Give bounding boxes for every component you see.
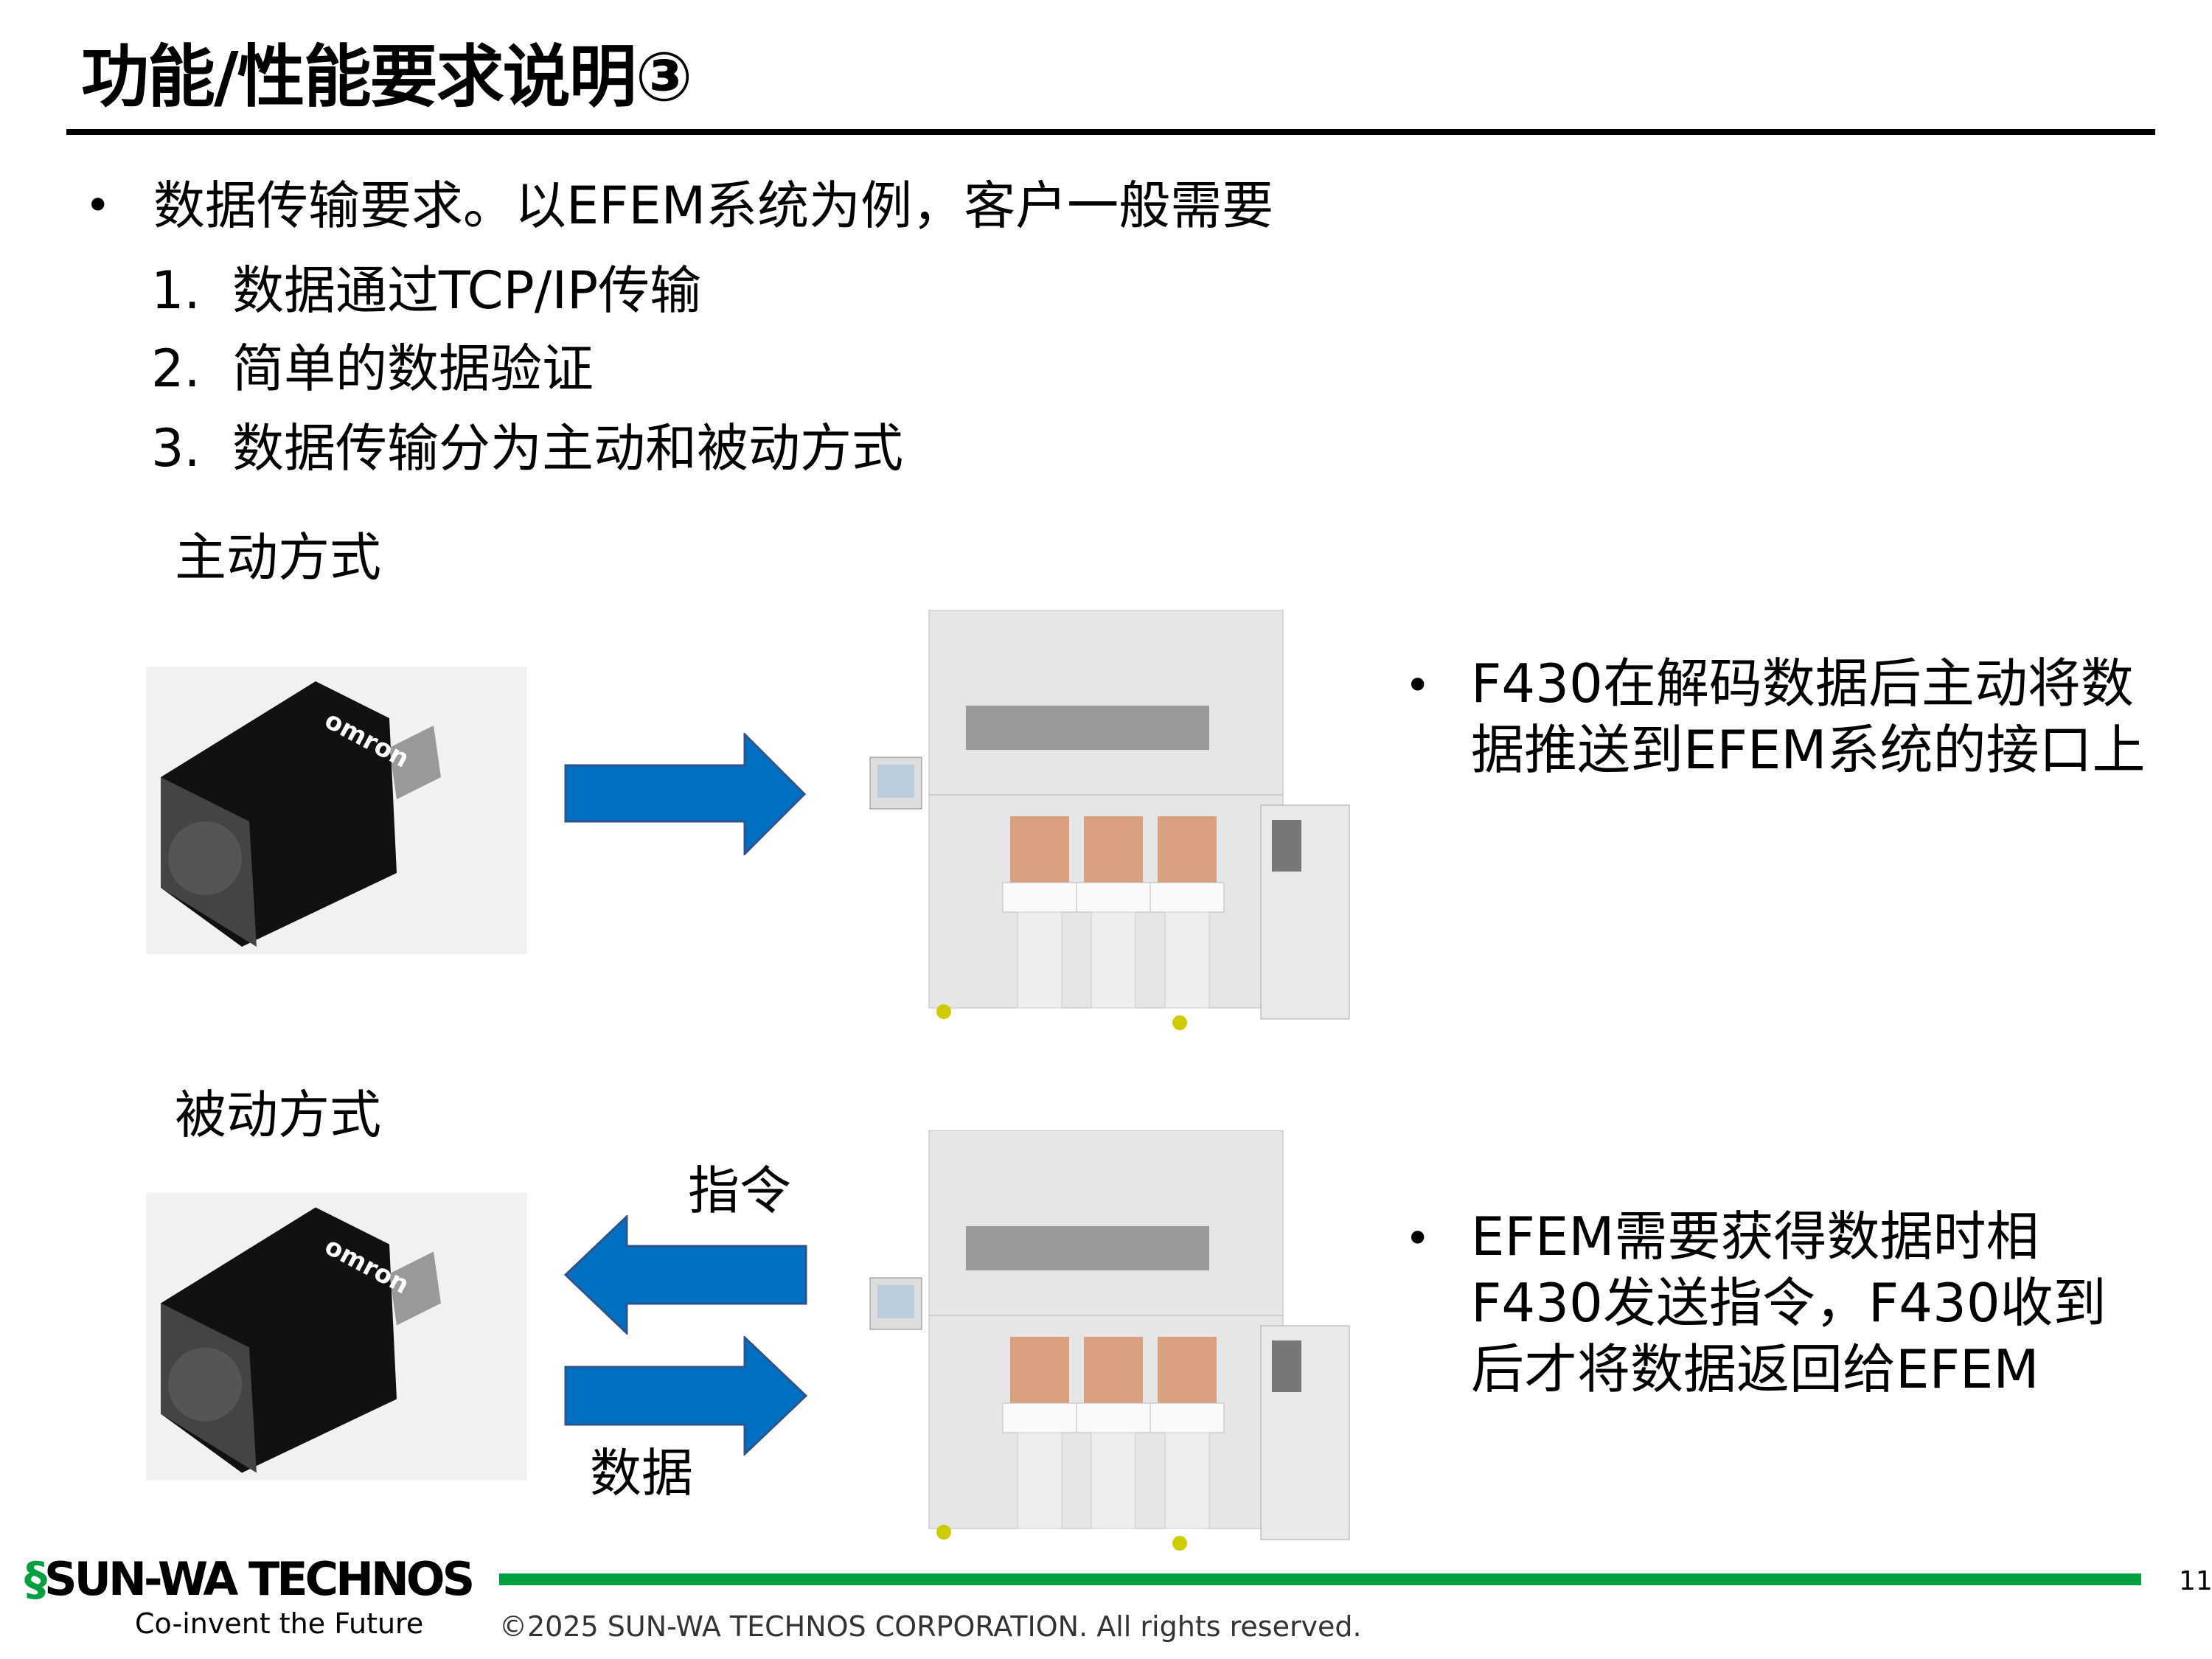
- data-label: 数据: [590, 1443, 693, 1503]
- command-arrow-left: [564, 1215, 807, 1335]
- page-title: 功能/性能要求说明③: [81, 38, 692, 116]
- bullet-dot: •: [1405, 660, 1431, 712]
- logo-s-mark-icon: §: [24, 1552, 47, 1606]
- intro-text: 数据传输要求。以EFEM系统为例，客户一般需要: [153, 175, 1274, 236]
- req-3-text: 数据传输分为主动和被动方式: [232, 418, 903, 479]
- req-2-num: 2.: [151, 338, 201, 399]
- passive-heading: 被动方式: [175, 1085, 381, 1145]
- efem-machine-image: [869, 1130, 1350, 1551]
- title-divider: [66, 129, 2155, 135]
- copyright: ©2025 SUN-WA TECHNOS CORPORATION. All ri…: [499, 1610, 1362, 1643]
- omron-camera-image: omron: [146, 1192, 527, 1481]
- logo-text: SUN-WA TECHNOS: [44, 1552, 475, 1606]
- footer-bar: [499, 1573, 2141, 1585]
- req-1-text: 数据通过TCP/IP传输: [232, 260, 702, 321]
- data-arrow-right: [564, 1336, 807, 1455]
- bullet-dot: •: [85, 180, 111, 232]
- slogan: Co-invent the Future: [135, 1607, 424, 1640]
- push-arrow-right: [564, 733, 807, 855]
- req-1-num: 1.: [151, 260, 201, 321]
- req-2-text: 简单的数据验证: [232, 338, 594, 399]
- omron-camera-image: omron: [146, 667, 527, 954]
- req-3-num: 3.: [151, 418, 201, 479]
- company-logo: §SUN-WA TECHNOS: [24, 1552, 475, 1606]
- page-number: 11: [2179, 1566, 2212, 1596]
- active-heading: 主动方式: [175, 527, 381, 588]
- bullet-dot: •: [1405, 1213, 1431, 1265]
- command-label: 指令: [688, 1161, 791, 1221]
- active-description: F430在解码数据后主动将数据推送到EFEM系统的接口上: [1471, 653, 2146, 781]
- passive-description: EFEM需要获得数据时相F430发送指令，F430收到后才将数据返回给EFEM: [1471, 1206, 2107, 1400]
- efem-machine-image: [869, 610, 1350, 1030]
